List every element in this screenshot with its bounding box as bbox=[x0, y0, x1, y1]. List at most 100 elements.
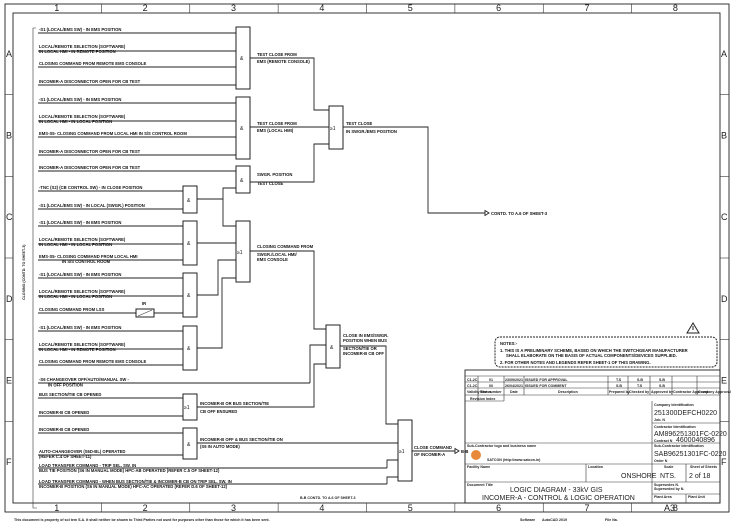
signal-label: CLOSE IN EMS/SWGR. bbox=[343, 333, 388, 338]
note-item: 1. THIS IS A PRELIMINARY SCHEME, BASED O… bbox=[500, 348, 688, 353]
and-gate bbox=[235, 96, 251, 160]
input-label: IN OFF POSITION bbox=[48, 383, 83, 388]
rev-cell: S.B bbox=[616, 384, 622, 388]
rev-cell: C1-2C bbox=[467, 384, 478, 388]
document-title-line2: INCOMER-A - CONTROL & LOGIC OPERATION bbox=[482, 495, 635, 502]
signal-label: EMS (LOCAL HMI) bbox=[257, 128, 294, 133]
input-label: INCOMER-B POSITION (S6 IN MANUAL MODE) H… bbox=[39, 484, 228, 489]
subcontractor-id: SAB96251301FC-0220 bbox=[654, 451, 726, 458]
and-gate bbox=[235, 165, 251, 194]
and-gate bbox=[182, 185, 198, 214]
rev-header: Description bbox=[558, 390, 578, 394]
rev-cell: 26/04/2021 bbox=[505, 384, 523, 388]
row-marker: A bbox=[6, 49, 12, 59]
signal-labels: TEST CLOSE FROM EMS (REMOTE CONSOLE) TES… bbox=[200, 52, 548, 457]
row-marker: B bbox=[721, 131, 727, 141]
subcontractor-name: SATCON (http://www.satcon.in) bbox=[487, 458, 541, 462]
signal-label: EMS (REMOTE CONSOLE) bbox=[257, 59, 310, 64]
column-marker: 8 bbox=[673, 503, 678, 513]
rev-header: Contractor Approval bbox=[673, 390, 708, 394]
software-value: AutoCAD 2019 bbox=[542, 518, 567, 522]
or-symbol: ≥1 bbox=[237, 250, 243, 256]
contract-number: 4600040896 bbox=[676, 437, 715, 444]
notes-box bbox=[494, 336, 718, 368]
and-symbol: & bbox=[187, 346, 191, 352]
rev-header: Date bbox=[510, 390, 518, 394]
superseded-label: Superseded by N. bbox=[654, 487, 684, 491]
notes-title: NOTES:- bbox=[500, 341, 518, 346]
rev-cell: 23/09/2021 bbox=[505, 378, 523, 382]
signal-label: EMS CONSOLE bbox=[257, 257, 288, 262]
rev-header: Approved by bbox=[651, 390, 673, 394]
signal-label: TEST CLOSE bbox=[346, 121, 372, 126]
input-label: AUTO-CHANGEOVER (S6D-BL) OPERATED bbox=[39, 449, 125, 454]
sheet-value: 2 of 18 bbox=[689, 473, 711, 480]
rev-index-label: Revision Index bbox=[470, 397, 495, 401]
input-label: LOCAL/REMOTE SELECTION (SOFTWARE) bbox=[39, 114, 126, 119]
and-gate bbox=[182, 427, 198, 460]
note-item: 2. FOR OTHER NOTES AND LEGENDS REFER SHE… bbox=[500, 360, 651, 365]
input-label: (REFER C.4 OF SHEET-11) bbox=[39, 454, 92, 459]
scale-label: Scale bbox=[664, 465, 673, 469]
rev-header: Company Approval bbox=[698, 390, 731, 394]
document-title-label: Document Title bbox=[467, 483, 493, 487]
signal-label: TEST CLOSE FROM bbox=[257, 121, 297, 126]
input-label: -S1 (LOCAL/EMS SW) - IN EMS POSITION bbox=[39, 272, 121, 277]
signal-label: SWGR. POSITION bbox=[257, 172, 292, 177]
signal-label: POSITION WHEN BUS bbox=[343, 338, 387, 343]
supersedes-label: Supersedes N. bbox=[654, 483, 679, 487]
input-label: IN S/S CONTROL ROOM bbox=[62, 259, 111, 264]
and-gate bbox=[325, 324, 341, 369]
input-label: INCOMER-A DISCONNECTOR OPEN FOR CB TEST bbox=[39, 149, 141, 154]
software-label: Software bbox=[520, 518, 535, 522]
input-label: EMS-S5- CLOSING COMMAND FROM LOCAL HMI bbox=[39, 254, 138, 259]
and-symbol: & bbox=[187, 241, 191, 247]
input-label: IN LOCAL HMI - IN LOCAL POSITION bbox=[39, 242, 112, 247]
or-symbol: ≥1 bbox=[330, 126, 336, 132]
plant-unit-label: Plant Unit bbox=[688, 495, 706, 499]
row-marker: E bbox=[721, 376, 727, 386]
and-symbol: & bbox=[187, 442, 191, 448]
signal-label: TEST CLOSE bbox=[257, 181, 283, 186]
input-label: LOCAL/REMOTE SELECTION (SOFTWARE) bbox=[39, 289, 126, 294]
and-symbol: & bbox=[330, 345, 334, 351]
and-symbol: & bbox=[187, 198, 191, 204]
company-id: 251300DEFCH0220 bbox=[654, 410, 717, 417]
company-id-label: Company Identification bbox=[654, 403, 694, 407]
input-bracket bbox=[32, 27, 37, 509]
subcontractor-logo bbox=[471, 450, 481, 460]
input-label: -S1 (LOCAL/EMS SW) - IN LOCAL (SWGR.) PO… bbox=[39, 203, 145, 208]
and-symbol: & bbox=[240, 126, 244, 132]
wiring bbox=[197, 57, 490, 484]
input-label: LOCAL/REMOTE SELECTION (SOFTWARE) bbox=[39, 44, 126, 49]
input-label: CLOSING COMMAND FROM LSS bbox=[39, 307, 105, 312]
row-marker: C bbox=[721, 212, 728, 222]
note-item: SHALL ELABORATE ON THE BASIS OF ACTUAL C… bbox=[506, 353, 677, 358]
input-label: INCOMER-B CB OPENED bbox=[39, 410, 89, 415]
column-marker: 6 bbox=[496, 503, 501, 513]
facility-label: Facility Name bbox=[467, 465, 490, 469]
sheet-label: Sheet of Sheets bbox=[690, 465, 717, 469]
column-marker: 1 bbox=[54, 503, 59, 513]
row-marker: C bbox=[6, 212, 13, 222]
and-symbol: & bbox=[240, 56, 244, 62]
column-marker: 7 bbox=[584, 503, 589, 513]
order-label: Order N bbox=[654, 459, 668, 463]
warning-icon bbox=[686, 322, 700, 334]
signal-label: SWGR./LOCAL HMI/ bbox=[257, 252, 298, 257]
input-label: EMS-S5- CLOSING COMMAND FROM LOCAL HMI I… bbox=[39, 131, 187, 136]
input-label: INCOMER-A DISCONNECTOR OPEN FOR CB TEST bbox=[39, 165, 141, 170]
input-label: IN LOCAL HMI - IN REMOTE POSITION bbox=[39, 347, 116, 352]
rev-cell: S.B bbox=[659, 384, 665, 388]
column-marker: 1 bbox=[54, 3, 59, 13]
input-label: BUS TIE POSITION (S6 IN MANUAL MODE) HPC… bbox=[39, 468, 220, 473]
input-label: IN LOCAL HMI - IN REMOTE POSITION bbox=[39, 49, 116, 54]
sheet-size: A3 bbox=[664, 503, 675, 513]
or-symbol: ≥1 bbox=[184, 405, 190, 411]
rev-cell: 01 bbox=[489, 378, 493, 382]
rev-header: Prepared by bbox=[609, 390, 630, 394]
input-label: BUS SECTION/TIE CB OPENED bbox=[39, 392, 101, 397]
signal-label: (S6 IN AUTO MODE) bbox=[200, 444, 240, 449]
